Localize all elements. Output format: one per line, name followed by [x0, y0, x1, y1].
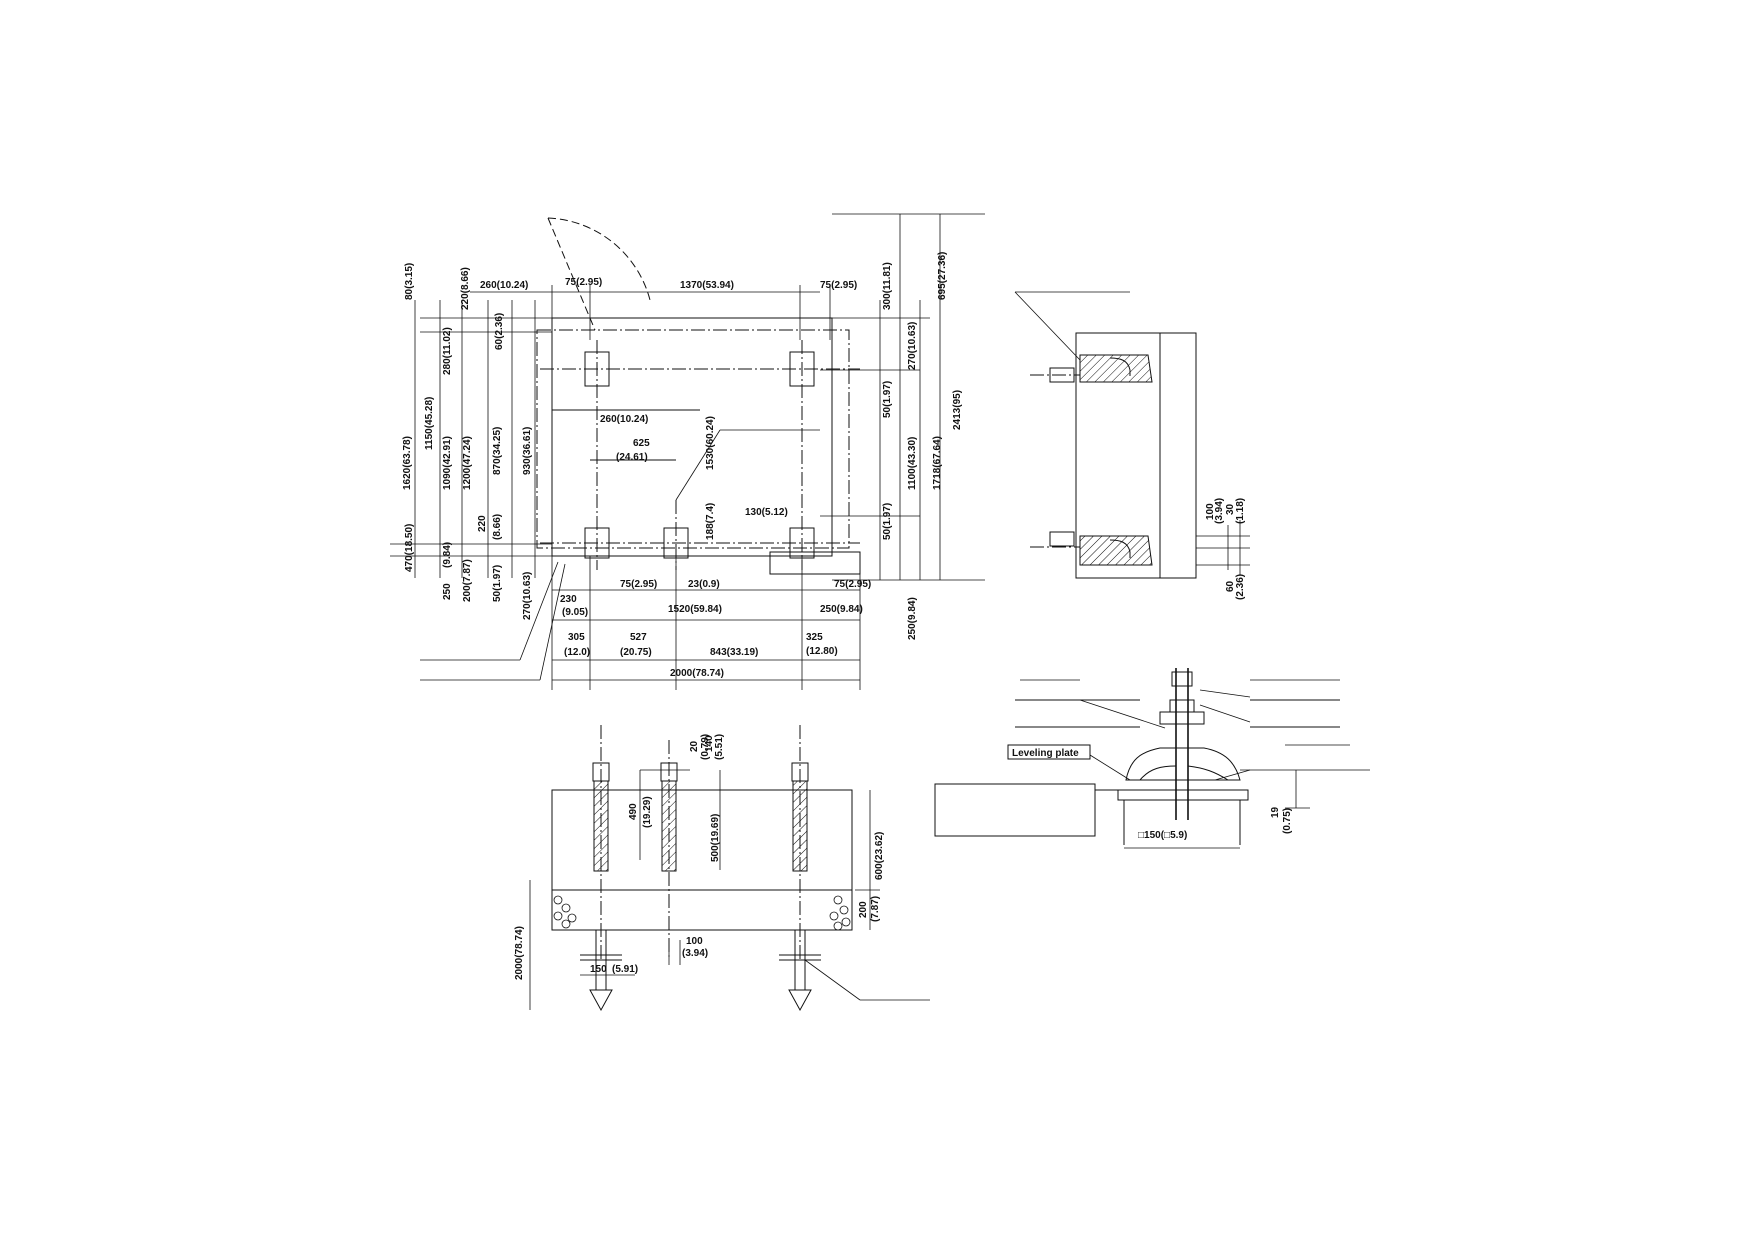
- section-dim-2: (0.79): [700, 734, 711, 760]
- dim-bottom-1: 75(2.95): [620, 579, 657, 590]
- dim-left-12: (9.84): [442, 542, 453, 568]
- dim-left-14: (8.66): [492, 514, 503, 540]
- dim-top-3: 1370(53.94): [680, 280, 734, 291]
- dim-right-6: 1100(43.30): [907, 437, 918, 490]
- side-dim-6: (2.36): [1235, 574, 1246, 600]
- dim-inner-5: 188(7.4): [705, 503, 716, 540]
- dim-bottom-5: (9.05): [562, 607, 588, 618]
- section-dim-7: 500(19.69): [710, 814, 721, 862]
- dim-right-3: 695(27.36): [937, 252, 948, 300]
- detail-view: Leveling plate □150(□5.9) 19 (0.75): [934, 668, 1370, 849]
- side-dim-4: (1.18): [1235, 498, 1246, 524]
- section-dim-11: 2000(78.74): [514, 926, 525, 980]
- detail-dim-2: 19: [1270, 806, 1281, 818]
- dim-bottom-8: 305: [568, 632, 585, 643]
- leveling-plate-label: Leveling plate: [1012, 748, 1079, 759]
- dim-left-16: 200(7.87): [462, 559, 473, 602]
- section-dim-1: 20: [689, 740, 700, 752]
- dim-left-6: 60(2.36): [494, 313, 505, 350]
- dim-left-5: 280(11.02): [442, 327, 453, 375]
- dim-bottom-4: 230: [560, 594, 577, 605]
- dim-bottom-7: 250(9.84): [820, 604, 863, 615]
- section-dim-13: (3.94): [682, 948, 708, 959]
- dim-top-2: 75(2.95): [565, 277, 602, 288]
- dim-bottom-9: (12.0): [564, 647, 590, 658]
- dim-right-8: 50(1.97): [882, 503, 893, 540]
- dim-bottom-10: 527: [630, 632, 647, 643]
- dim-bottom-3: 75(2.95): [834, 579, 871, 590]
- dim-inner-1: 260(10.24): [600, 414, 648, 425]
- dim-bottom-2: 23(0.9): [688, 579, 720, 590]
- detail-dim-1: □150(□5.9): [1138, 830, 1187, 841]
- section-dim-10: (7.87): [870, 896, 881, 922]
- dim-right-7: 1718(67.64): [932, 436, 943, 490]
- detail-dim-3: (0.75): [1282, 808, 1293, 834]
- dim-left-7: 1090(42.91): [442, 436, 453, 490]
- dim-right-5: 2413(95): [952, 390, 963, 430]
- dim-bottom-11: (20.75): [620, 647, 652, 658]
- dim-left-11: 470(18.50): [404, 524, 415, 572]
- section-dim-14: 150: [590, 964, 607, 975]
- dim-top-1: 260(10.24): [480, 280, 528, 291]
- section-dim-12: 100: [686, 936, 703, 947]
- dim-top-4: 75(2.95): [820, 280, 857, 291]
- dim-right-2: 270(10.63): [907, 322, 918, 370]
- side-dim-3: 30: [1225, 503, 1236, 515]
- detail-callout-box: [934, 783, 1096, 837]
- side-dim-1: 100: [1205, 503, 1216, 520]
- dim-inner-6: 130(5.12): [745, 507, 788, 518]
- dim-right-1: 300(11.81): [882, 262, 893, 310]
- plan-view: 260(10.24) 75(2.95) 1370(53.94) 75(2.95)…: [390, 213, 985, 690]
- dim-right-9: 250(9.84): [907, 597, 918, 640]
- dim-left-8: 1200(47.24): [462, 436, 473, 490]
- side-dim-5: 60: [1225, 580, 1236, 592]
- dim-left-15: 250: [442, 583, 453, 600]
- dim-left-2: 220(8.66): [460, 267, 471, 310]
- foundation-outline: [551, 317, 833, 557]
- section-dim-4: (5.51): [714, 734, 725, 760]
- dim-inner-2: 625: [633, 438, 650, 449]
- dim-bottom-14: (12.80): [806, 646, 838, 657]
- top-anchor-hatch: [1079, 354, 1153, 383]
- section-dim-3: 140: [704, 735, 715, 752]
- dim-inner-3: (24.61): [616, 452, 648, 463]
- dim-bottom-13: 325: [806, 632, 823, 643]
- dim-left-4: 1150(45.28): [424, 397, 435, 450]
- side-dim-2: (3.94): [1214, 498, 1225, 524]
- section-dim-15: (5.91): [612, 964, 638, 975]
- dim-inner-4: 1530(60.24): [705, 416, 716, 470]
- dim-left-3: 1620(63.78): [402, 436, 413, 490]
- dim-bottom-15: 2000(78.74): [670, 668, 724, 679]
- swing-arc: [547, 217, 651, 301]
- dim-left-13: 220: [477, 515, 488, 532]
- dim-left-17: 50(1.97): [492, 565, 503, 602]
- dim-bottom-12: 843(33.19): [710, 647, 758, 658]
- dim-left-1: 80(3.15): [404, 263, 415, 300]
- side-block: [1075, 332, 1197, 579]
- section-dim-8: 600(23.62): [874, 832, 885, 880]
- bottom-anchor-hatch: [1079, 535, 1153, 566]
- section-dim-9: 200: [858, 901, 869, 918]
- section-view: 20 (0.79) 140 (5.51) 490 (19.29) 500(19.…: [514, 725, 930, 1012]
- section-dim-5: 490: [628, 803, 639, 820]
- dim-right-4: 50(1.97): [882, 381, 893, 418]
- dim-bottom-6: 1520(59.84): [668, 604, 722, 615]
- dim-left-9: 870(34.25): [492, 427, 503, 475]
- section-dim-6: (19.29): [642, 796, 653, 828]
- dim-left-18: 270(10.63): [522, 572, 533, 620]
- dim-left-10: 930(36.61): [522, 427, 533, 475]
- side-view: 100 (3.94) 30 (1.18) 60 (2.36): [1014, 291, 1250, 600]
